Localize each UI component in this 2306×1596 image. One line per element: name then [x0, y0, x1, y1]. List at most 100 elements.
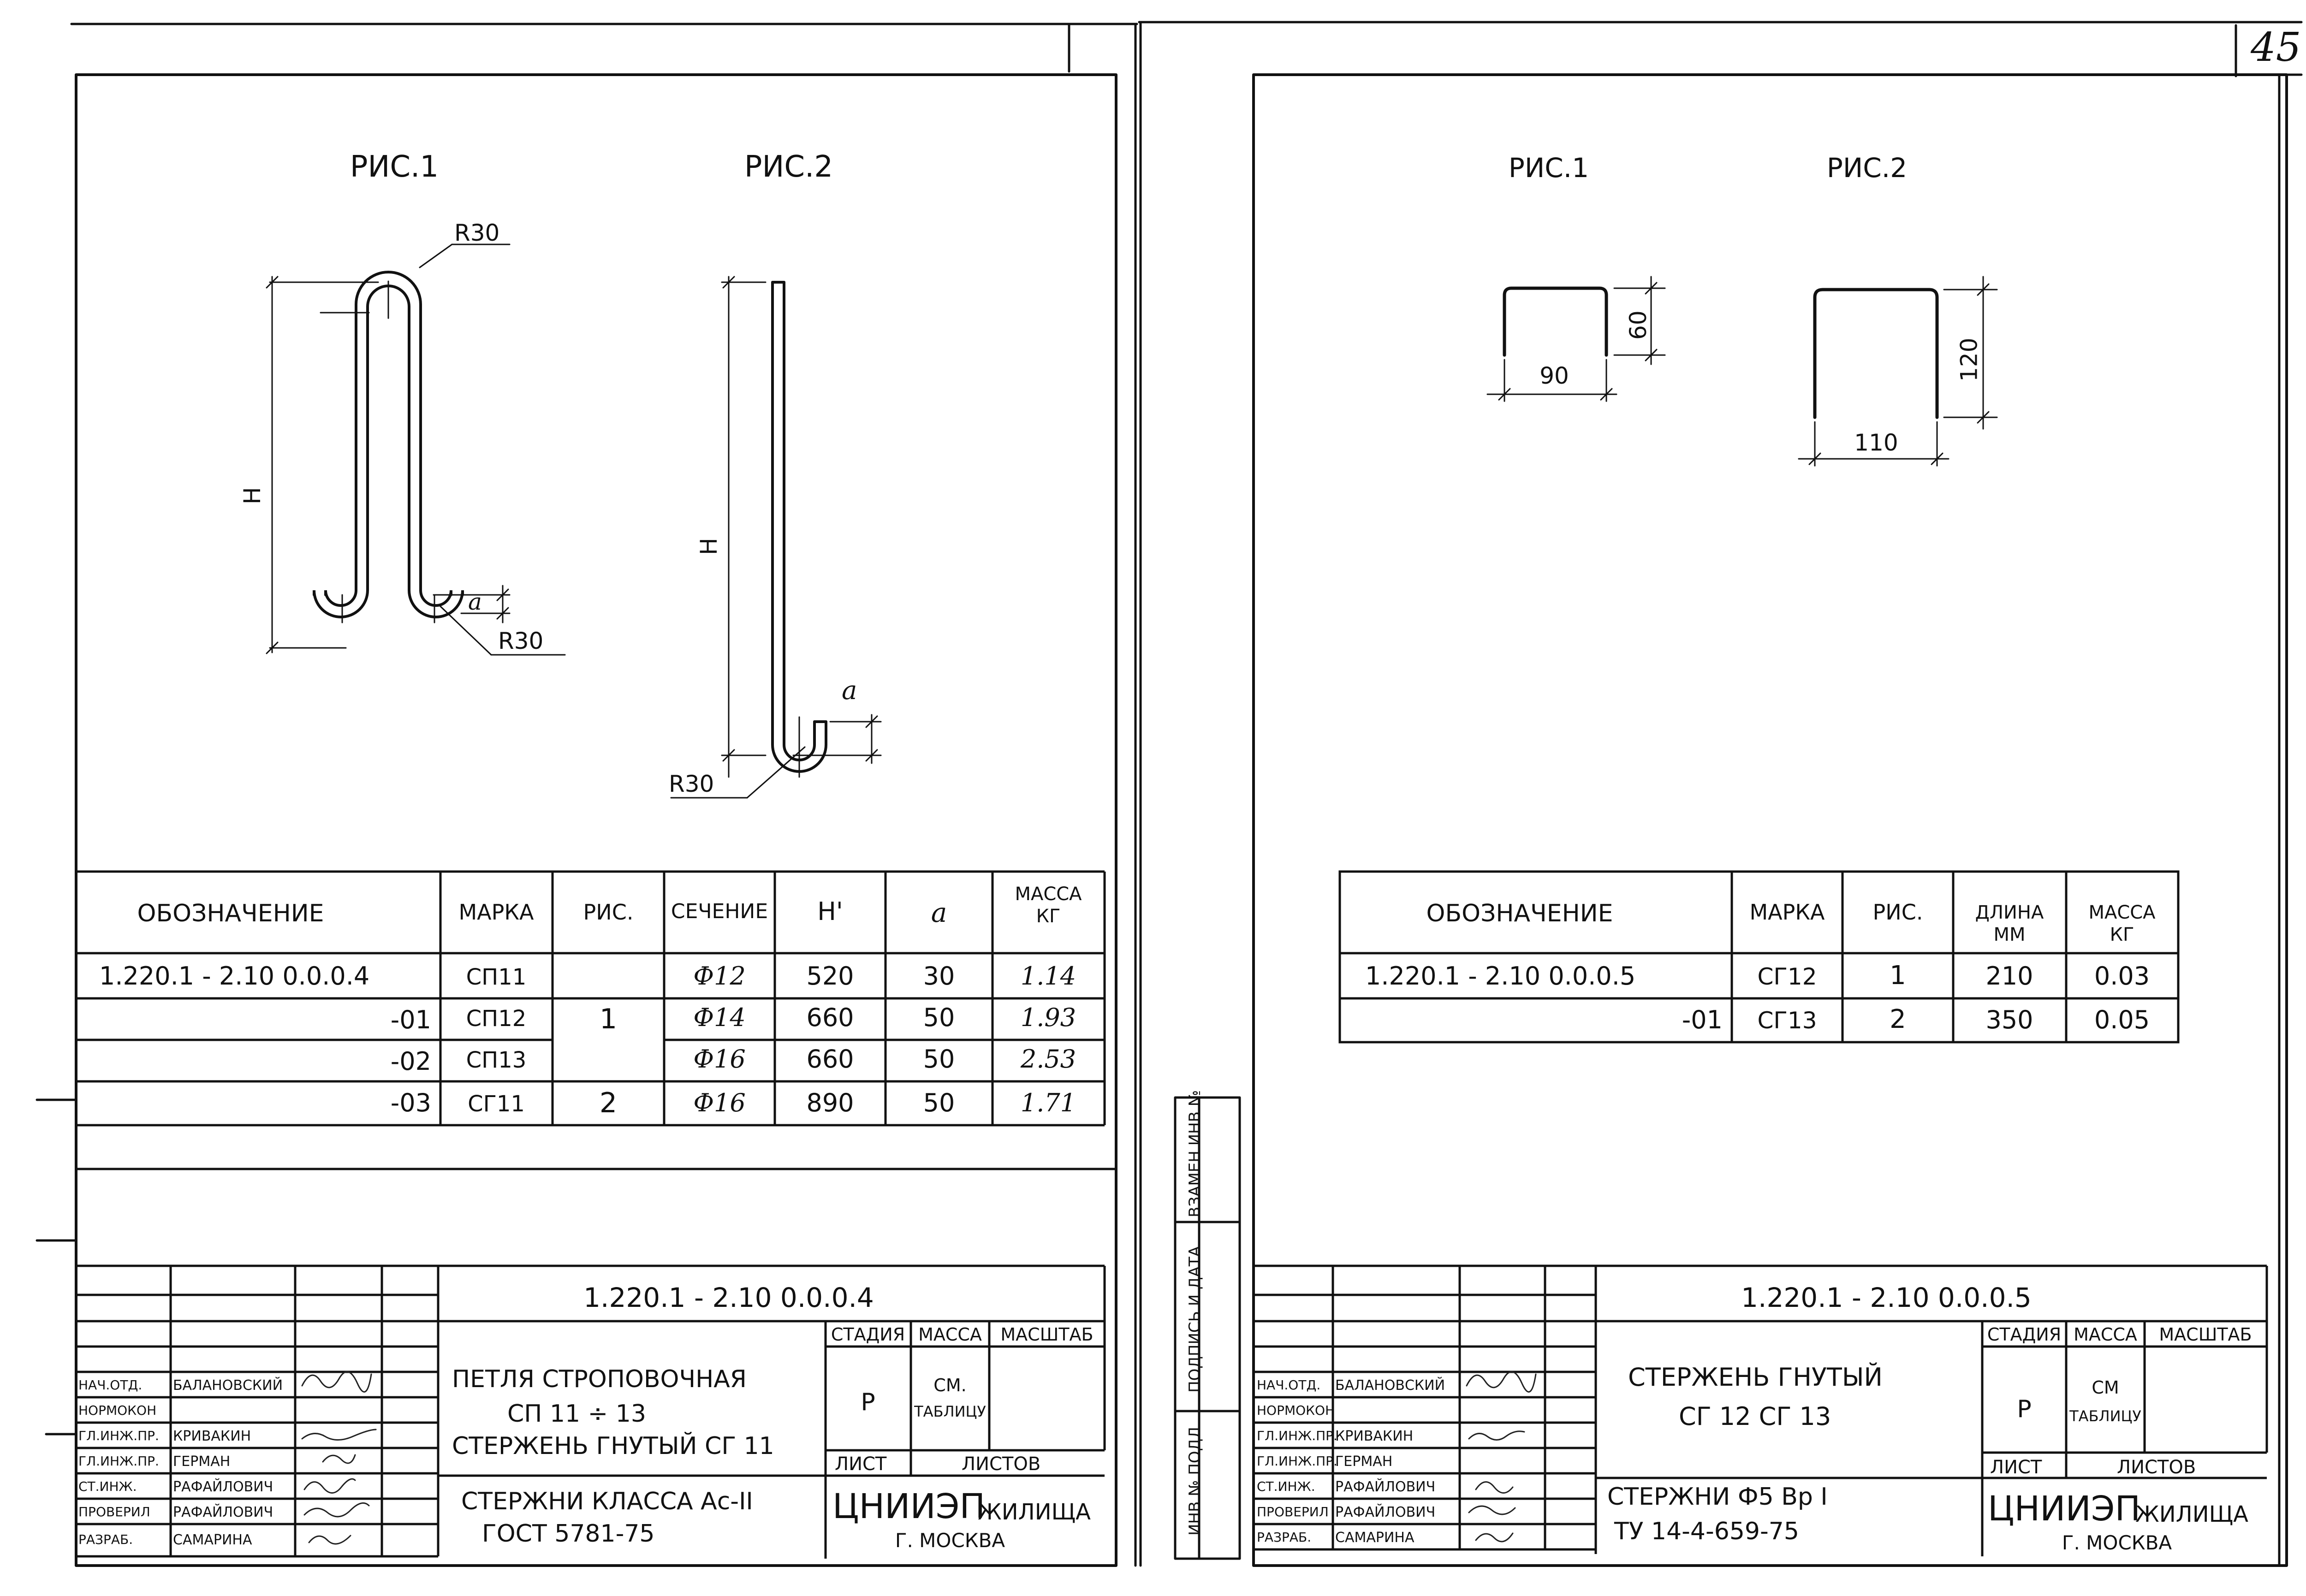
left-stamp-role-2: НОРМОКОН — [78, 1403, 157, 1418]
right-fig1-label: РИС.1 — [1508, 152, 1589, 184]
left-stamp-title-1: ПЕТЛЯ СТРОПОВОЧНАЯ — [452, 1365, 747, 1393]
right-stamp-org-city: Г. МОСКВА — [2062, 1531, 2172, 1554]
right-stamp-sheet-label: ЛИСТ — [1990, 1457, 2042, 1478]
right-dim-fig1-h: 60 — [1624, 310, 1652, 340]
left-row2-a: 50 — [923, 1003, 955, 1032]
left-stamp-org-sub: ЖИЛИЩА — [978, 1499, 1091, 1525]
right-row2-mass: 0.05 — [2094, 1005, 2150, 1034]
left-row4-fig: 2 — [599, 1087, 618, 1119]
left-table-header-mark: МАРКА — [458, 900, 534, 925]
right-stamp-role-4: ГЛ.ИНЖ.ПР. — [1257, 1454, 1337, 1469]
right-stamp-mass-value-1: СМ — [2092, 1377, 2119, 1398]
right-dim-fig1-w: 90 — [1539, 362, 1569, 389]
left-dim-h-fig2: Н — [695, 538, 722, 555]
left-stamp-name-6: РАФАЙЛОВИЧ — [173, 1504, 273, 1520]
left-stamp-material-1: СТЕРЖНИ КЛАССА Ас-II — [461, 1488, 753, 1515]
left-table-header-section: СЕЧЕНИЕ — [671, 900, 768, 923]
right-side-label-inv: ИНВ.№ ПОДЛ. — [1186, 1422, 1204, 1536]
right-stamp-mass-label: МАССА — [2074, 1324, 2137, 1345]
left-row3-mass: 2.53 — [1020, 1044, 1076, 1074]
right-table-header-length: ДЛИНА ММ — [1975, 902, 2044, 945]
left-row3-mark: СП13 — [466, 1047, 527, 1073]
right-stamp-name-6: РАФАЙЛОВИЧ — [1335, 1504, 1436, 1520]
left-stamp-name-1: БАЛАНОВСКИЙ — [173, 1377, 283, 1394]
right-table-header-mass: МАССА КГ — [2088, 902, 2156, 945]
right-stamp-code: 1.220.1 - 2.10 0.0.0.5 — [1741, 1282, 2032, 1313]
right-side-label-sign: ПОДПИСЬ И ДАТА — [1186, 1246, 1204, 1393]
left-stamp-role-7: РАЗРАБ. — [78, 1532, 133, 1547]
right-row1-length: 210 — [1985, 961, 2033, 991]
left-table-header-designation: ОБОЗНАЧЕНИЕ — [137, 900, 324, 927]
right-row2-fig: 2 — [1890, 1004, 1906, 1034]
right-stamp-role-3: ГЛ.ИНЖ.ПР. — [1257, 1428, 1337, 1443]
left-row2-h: 660 — [806, 1003, 854, 1032]
right-dim-fig2-h: 120 — [1955, 338, 1983, 382]
right-table-header-fig: РИС. — [1872, 900, 1923, 925]
left-stamp-name-3: КРИВАКИН — [173, 1428, 251, 1444]
right-stamp-material-1: СТЕРЖНИ Ф5 Вр I — [1607, 1483, 1828, 1511]
right-stamp-stage-label: СТАДИЯ — [1987, 1324, 2062, 1345]
right-stamp-name-3: КРИВАКИН — [1335, 1428, 1414, 1444]
left-stamp-sheets-label: ЛИСТОВ — [962, 1454, 1041, 1475]
right-stamp-sheets-label: ЛИСТОВ — [2117, 1457, 2196, 1478]
left-dim-r30-bottom: R30 — [498, 628, 544, 654]
right-stamp-scale-label: МАСШТАБ — [2159, 1324, 2252, 1345]
right-side-label-replace: ВЗАМЕН ИНВ.№ — [1186, 1090, 1204, 1217]
left-stamp-mass-label: МАССА — [918, 1324, 982, 1345]
right-stamp-stage-value: Р — [2017, 1395, 2032, 1423]
left-stamp-title-2: СП 11 ÷ 13 — [507, 1400, 646, 1428]
left-stamp-material-2: ГОСТ 5781-75 — [482, 1520, 655, 1548]
left-table-header-a: а — [931, 897, 947, 928]
left-row4-mass: 1.71 — [1020, 1088, 1076, 1117]
right-row2-designation: -01 — [1682, 1005, 1723, 1034]
left-stamp-title-3: СТЕРЖЕНЬ ГНУТЫЙ СГ 11 — [452, 1432, 774, 1460]
left-stamp-role-6: ПРОВЕРИЛ — [78, 1504, 150, 1519]
left-row2-designation: -01 — [390, 1005, 431, 1034]
left-stamp-org-city: Г. МОСКВА — [895, 1529, 1005, 1552]
left-row1-mass: 1.14 — [1020, 961, 1076, 991]
left-row4-mark: СГ11 — [468, 1091, 525, 1117]
left-row4-section: Ф16 — [693, 1088, 746, 1117]
left-row2-mark: СП12 — [466, 1006, 527, 1032]
left-table-header-h: Н' — [817, 897, 843, 926]
right-row1-mass: 0.03 — [2094, 961, 2150, 991]
right-table-header-designation: ОБОЗНАЧЕНИЕ — [1426, 900, 1613, 927]
right-row1-mark: СГ12 — [1757, 963, 1817, 990]
right-stamp-org-main: ЦНИИЭП — [1988, 1489, 2141, 1529]
left-row1-a: 30 — [923, 961, 955, 991]
right-stamp-role-7: РАЗРАБ. — [1257, 1530, 1312, 1545]
left-stamp-name-7: САМАРИНА — [173, 1532, 252, 1548]
left-row1-mark: СП11 — [466, 964, 527, 990]
left-row3-h: 660 — [806, 1044, 854, 1074]
left-stamp-role-1: НАЧ.ОТД. — [78, 1377, 143, 1393]
left-fig2-label: РИС.2 — [744, 150, 833, 184]
left-dim-h-fig1: Н — [238, 487, 266, 504]
left-table-header-mass: МАССА КГ — [1015, 884, 1082, 927]
right-fig2-label: РИС.2 — [1826, 152, 1908, 184]
left-stamp-name-5: РАФАЙЛОВИЧ — [173, 1479, 273, 1495]
left-stamp-scale-label: МАСШТАБ — [1000, 1324, 1094, 1345]
right-stamp-role-1: НАЧ.ОТД. — [1257, 1377, 1321, 1393]
left-stamp-stage-value: Р — [861, 1388, 875, 1416]
right-stamp-material-2: ТУ 14-4-659-75 — [1614, 1518, 1799, 1545]
left-stamp-role-5: СТ.ИНЖ. — [78, 1479, 137, 1494]
right-row1-designation: 1.220.1 - 2.10 0.0.0.5 — [1365, 961, 1636, 991]
left-dim-r30-top: R30 — [454, 220, 500, 246]
left-row4-designation: -03 — [390, 1088, 431, 1117]
left-dim-r30-fig2: R30 — [669, 771, 714, 797]
right-row2-mark: СГ13 — [1757, 1007, 1817, 1034]
left-stamp-role-4: ГЛ.ИНЖ.ПР. — [78, 1454, 159, 1469]
left-stamp-mass-value-2: ТАБЛИЦУ — [914, 1403, 986, 1420]
left-row4-h: 890 — [806, 1088, 854, 1117]
left-row2-section: Ф14 — [693, 1003, 746, 1032]
right-stamp-mass-value-2: ТАБЛИЦУ — [2069, 1407, 2141, 1425]
left-row1-section: Ф12 — [693, 961, 746, 991]
right-stamp-title-1: СТЕРЖЕНЬ ГНУТЫЙ — [1628, 1363, 1883, 1392]
left-stamp-role-3: ГЛ.ИНЖ.ПР. — [78, 1428, 159, 1443]
signature-mark — [301, 1371, 372, 1393]
right-stamp-role-5: СТ.ИНЖ. — [1257, 1479, 1315, 1494]
left-row2-fig: 1 — [599, 1003, 618, 1035]
right-row1-fig: 1 — [1890, 961, 1906, 991]
left-stamp-sheet-label: ЛИСТ — [835, 1454, 887, 1475]
